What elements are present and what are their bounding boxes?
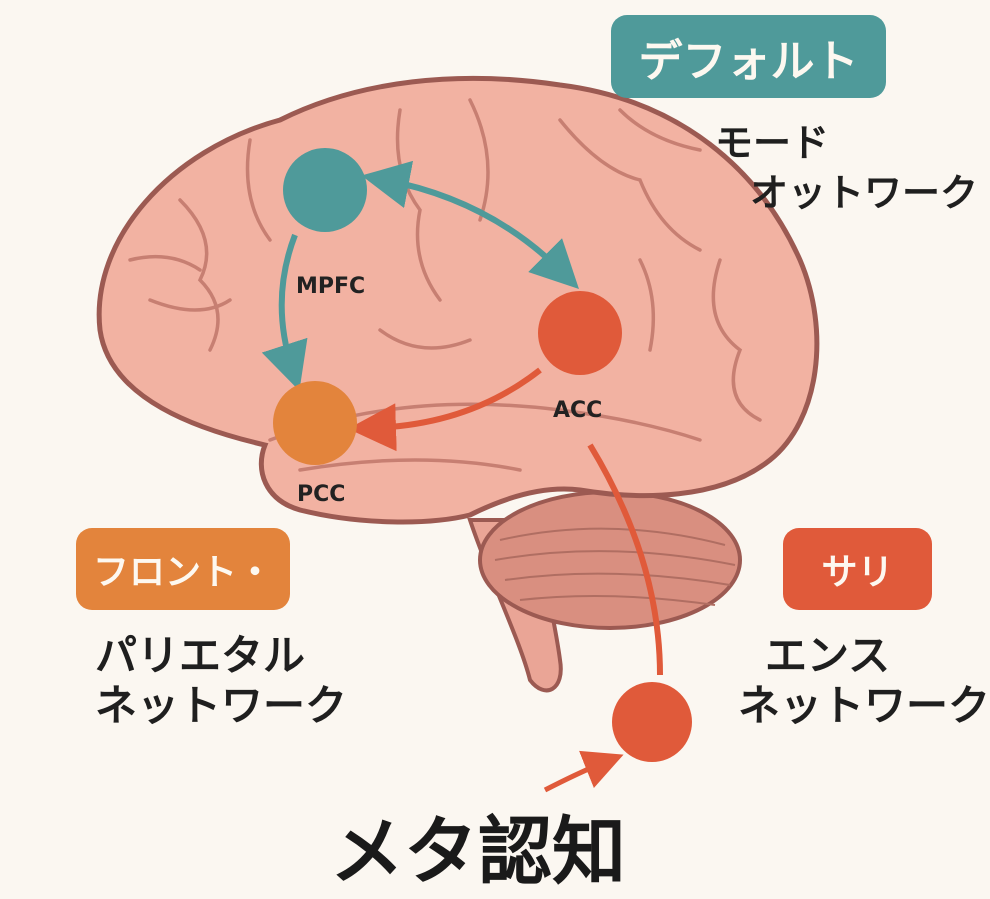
default-network-line1: モード <box>715 121 830 165</box>
salience-line1: エンス <box>765 631 891 680</box>
frontoparietal-badge: フロント・ <box>76 528 290 610</box>
arrow-to-meta <box>543 750 624 793</box>
salience-badge: サリ <box>783 528 932 610</box>
acc-label: ACC <box>553 398 603 423</box>
pcc-label: PCC <box>297 482 346 507</box>
default-network-line2: オットワーク <box>750 171 979 215</box>
metacognition-node <box>612 682 692 762</box>
arrow-mpfc-acc <box>361 160 579 289</box>
mpfc-label: MPFC <box>296 274 366 299</box>
mpfc-node <box>283 148 367 232</box>
frontoparietal-line1: パリエタル <box>95 631 306 680</box>
cerebrum <box>96 75 820 525</box>
default-network-badge: デフォルト <box>611 15 886 98</box>
acc-node <box>538 291 622 375</box>
arrow-acc-pcc <box>348 367 542 452</box>
salience-line2: ネットワーク <box>738 681 990 730</box>
frontoparietal-line2: ネットワーク <box>95 681 348 730</box>
arrow-mpfc-pcc <box>261 233 308 391</box>
line-acc-meta <box>587 443 663 676</box>
pcc-node <box>273 381 357 465</box>
metacognition-title: メタ認知 <box>330 809 626 895</box>
